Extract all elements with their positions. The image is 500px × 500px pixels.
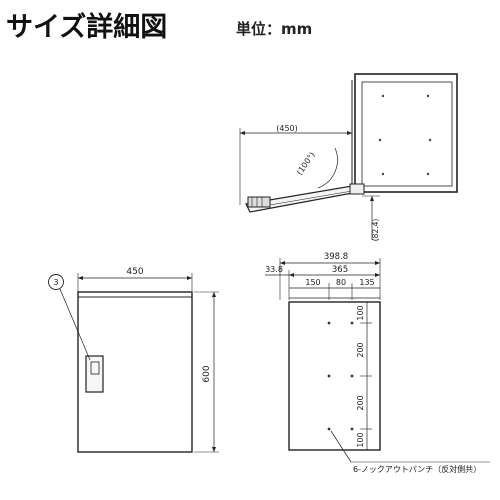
top-view <box>239 73 458 240</box>
vertical-spacing-2-label: 200 <box>356 342 365 357</box>
offset-label: 33.8 <box>265 265 283 274</box>
open-door-inner <box>361 81 453 187</box>
knockout-note: 6-ノックアウトパンチ（反対側共） <box>353 464 481 474</box>
spacing-3-label: 135 <box>359 278 374 287</box>
vertical-spacing-4-label: 100 <box>356 432 365 447</box>
front-view <box>48 273 219 453</box>
vertical-spacing-3-label: 200 <box>356 395 365 410</box>
front-width-label: 450 <box>126 267 143 277</box>
angle-label: (100°) <box>295 151 317 177</box>
knockout-leader <box>330 430 352 463</box>
spacing-2-label: 80 <box>336 278 346 287</box>
latch-hardware <box>247 196 271 208</box>
depth-label: (450) <box>276 124 298 133</box>
page-title: サイズ詳細図 <box>6 12 168 43</box>
angle-arc <box>317 147 338 189</box>
hinge-piece <box>349 183 365 195</box>
spacing-1-label: 150 <box>305 278 320 287</box>
handle-lock <box>90 361 100 375</box>
knockout-holes <box>327 321 354 431</box>
back-box-outline <box>288 301 381 451</box>
door-screw-dots <box>378 94 432 176</box>
lid-height-label: (82.4) <box>371 219 380 242</box>
overall-width-label: 398.8 <box>324 252 348 262</box>
back-view <box>265 258 490 463</box>
unit-label: 単位：mm <box>236 20 313 38</box>
open-door-panel <box>354 73 458 193</box>
inner-width-label: 365 <box>332 265 348 275</box>
callout-circle <box>48 274 64 290</box>
callout-number: 3 <box>53 278 58 287</box>
vertical-spacing-1-label: 100 <box>356 305 365 320</box>
front-box-outline <box>77 291 193 453</box>
callout-leader <box>59 288 91 361</box>
front-height-label: 600 <box>202 365 212 382</box>
